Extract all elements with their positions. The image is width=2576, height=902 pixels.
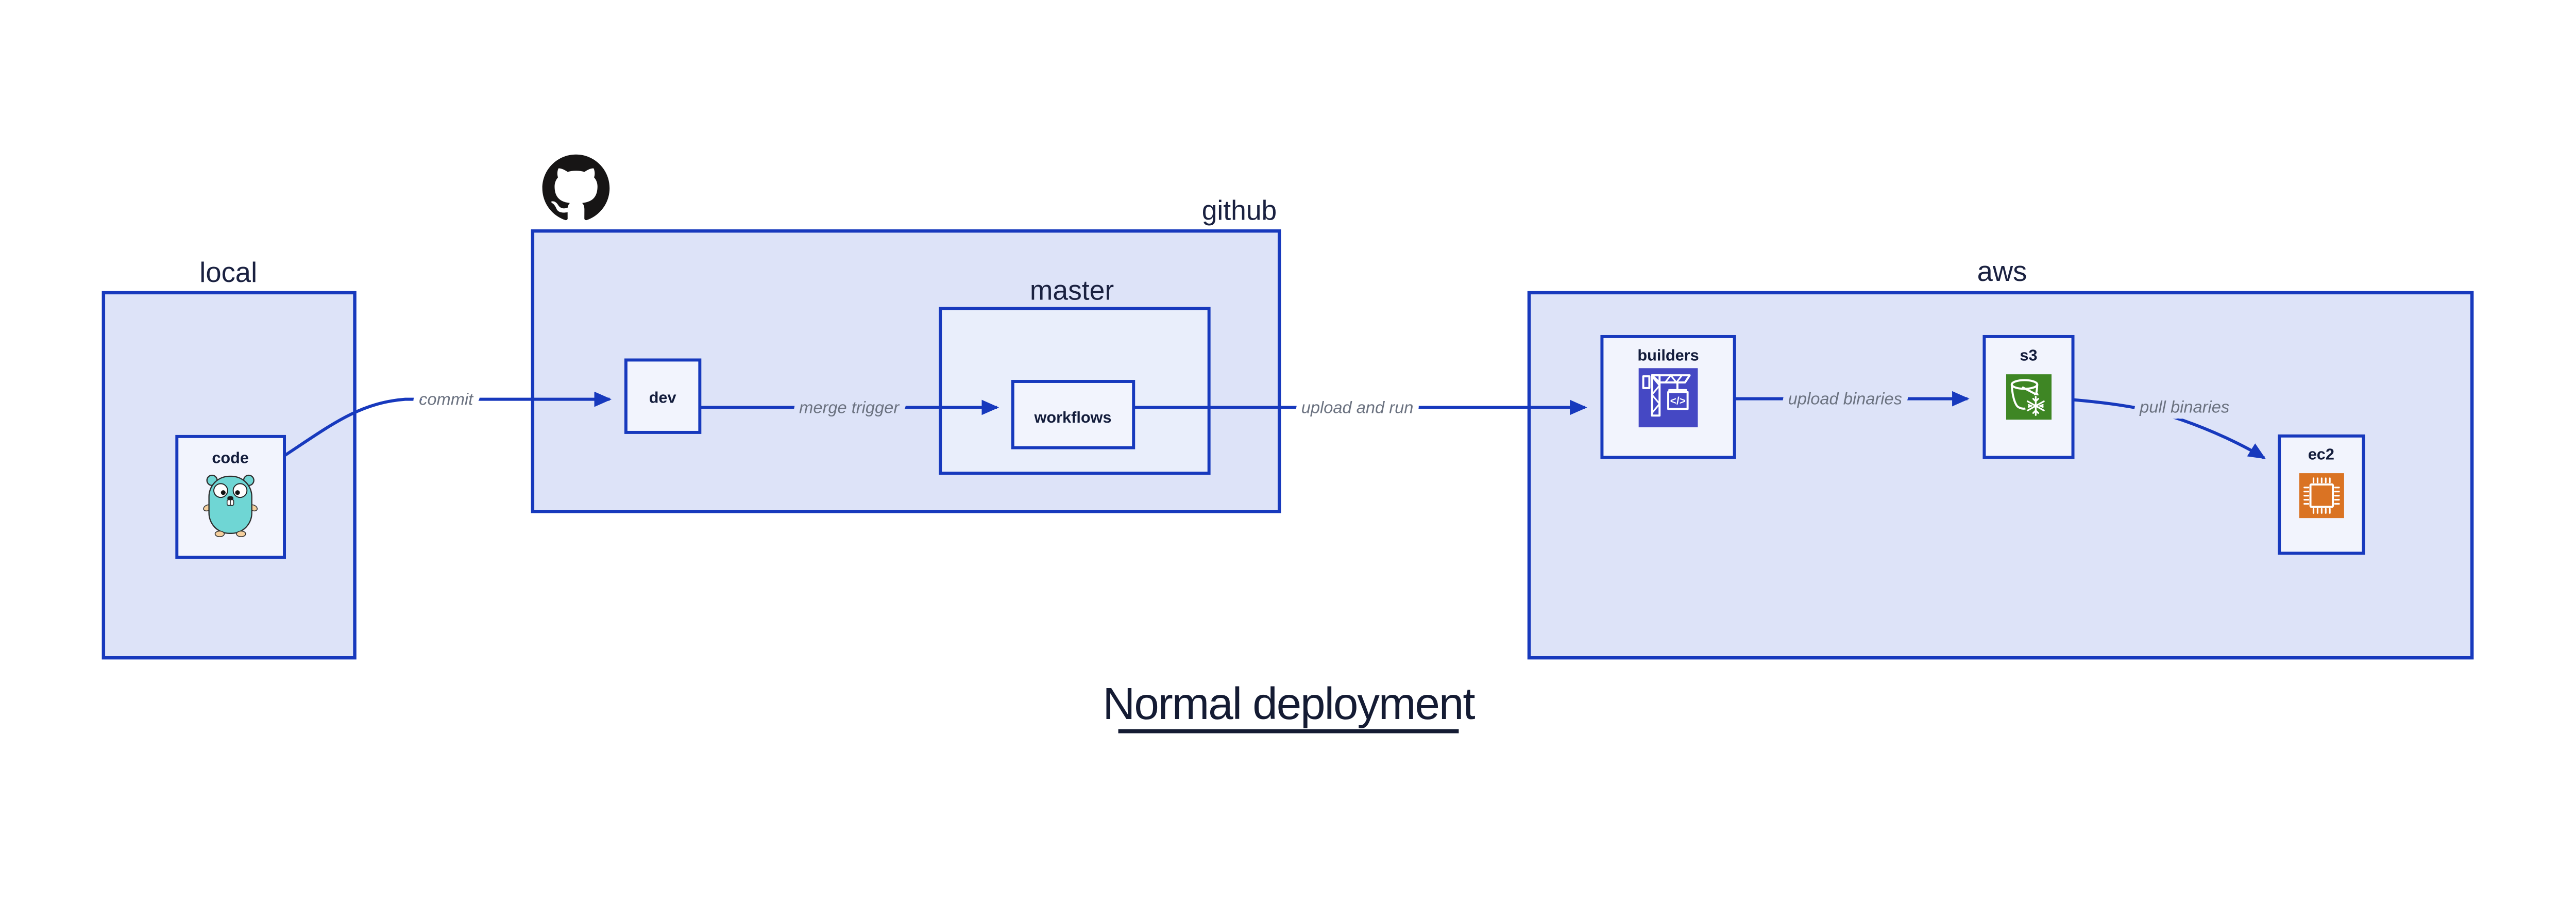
code-glyph: </>	[1670, 395, 1686, 407]
node-box-workflows	[1011, 380, 1136, 449]
edge-label-upload-and-run: upload and run	[1301, 397, 1414, 416]
group-label-aws: aws	[1977, 256, 2027, 287]
group-label-master: master	[1030, 276, 1114, 306]
node-label-workflows: workflows	[1034, 409, 1112, 426]
node-box-dev	[624, 358, 702, 434]
snowflake-glyph	[2026, 396, 2045, 416]
node-label-ec2: ec2	[2308, 445, 2334, 463]
edge-label-pull-binaries: pull binaries	[2139, 397, 2229, 416]
chip-pins	[2303, 477, 2340, 514]
github-octocat-icon	[542, 154, 610, 221]
aws-codebuild-crane-icon: </>	[1638, 368, 1698, 428]
aws-ec2-chip-icon	[2299, 473, 2344, 519]
edge-label-upload-binaries: upload binaries	[1788, 389, 1902, 408]
group-label-github: github	[1202, 195, 1277, 226]
node-label-builders: builders	[1637, 346, 1699, 364]
edge-label-commit: commit	[419, 390, 474, 409]
node-label-dev: dev	[649, 389, 676, 407]
node-label-s3: s3	[2020, 346, 2037, 364]
edge-commit-line	[284, 391, 612, 457]
edge-pull-binaries-line	[2073, 398, 2266, 459]
edge-label-merge-trigger: merge trigger	[799, 397, 900, 416]
group-label-local: local	[199, 257, 257, 288]
diagram-title: Normal deployment	[1103, 679, 1475, 729]
node-label-code: code	[212, 449, 249, 466]
aws-s3-glacier-bucket-icon	[2006, 374, 2052, 420]
go-gopher-icon	[203, 474, 258, 538]
